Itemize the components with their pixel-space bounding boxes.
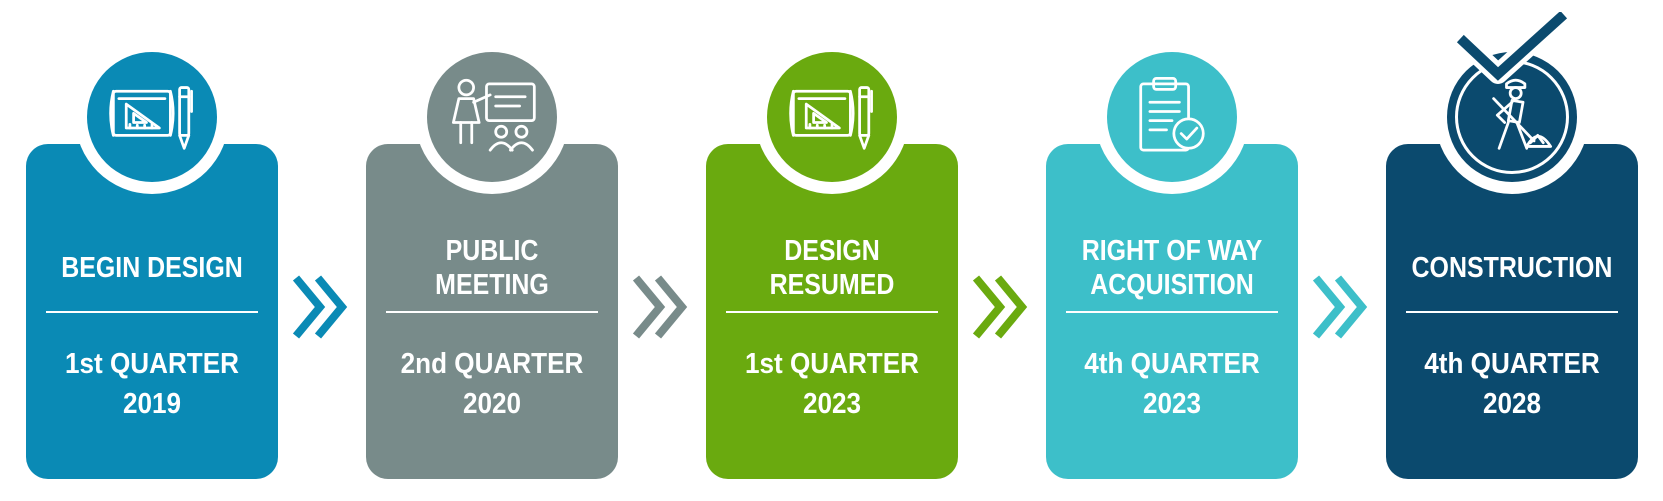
step-divider [1406,311,1618,313]
step-divider [726,311,938,313]
step-badge [1095,40,1249,194]
step-badge [75,40,229,194]
timeline-step-card: DESIGN RESUMED 1st QUARTER 2023 [706,144,958,479]
step-date: 2nd QUARTER 2020 [400,348,584,420]
blueprint-icon [87,52,217,182]
step-divider [46,311,258,313]
step-date: 4th QUARTER 2023 [1084,348,1260,420]
step-badge [755,40,909,194]
step-title: CONSTRUCTION [1411,252,1613,284]
timeline-step-card: PUBLIC MEETING 2nd QUARTER 2020 [366,144,618,479]
double-chevron-right-icon [972,272,1030,342]
timeline-step-card: BEGIN DESIGN 1st QUARTER 2019 [26,144,278,479]
presentation-icon [427,52,557,182]
step-title: PUBLIC MEETING [435,235,549,301]
step-date: 1st QUARTER 2019 [64,348,240,420]
blueprint-icon [767,52,897,182]
step-title: DESIGN RESUMED [769,235,895,301]
step-title: RIGHT OF WAY ACQUISITION [1081,235,1263,301]
step-divider [386,311,598,313]
timeline-step-card: CONSTRUCTION 4th QUARTER 2028 [1386,144,1638,479]
clipboard-check-icon [1107,52,1237,182]
double-chevron-right-icon [1312,272,1370,342]
checkmark-icon [1454,8,1570,91]
double-chevron-right-icon [292,272,350,342]
step-date: 1st QUARTER 2023 [744,348,920,420]
double-chevron-right-icon [632,272,690,342]
step-title: BEGIN DESIGN [61,252,243,284]
timeline-step-card: RIGHT OF WAY ACQUISITION 4th QUARTER 2023 [1046,144,1298,479]
step-badge [415,40,569,194]
step-divider [1066,311,1278,313]
step-date: 4th QUARTER 2028 [1424,348,1600,420]
